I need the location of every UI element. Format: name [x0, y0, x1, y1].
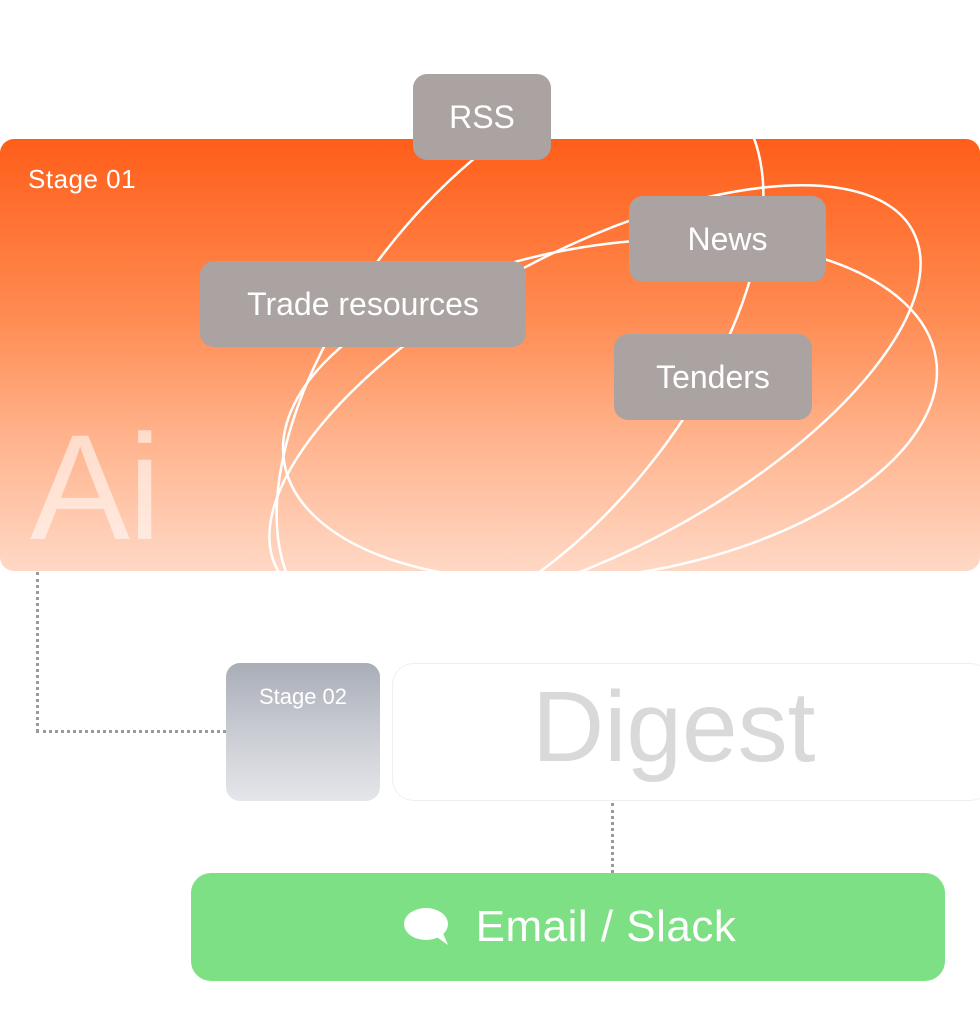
- ai-watermark: Ai: [30, 403, 161, 571]
- output-email-slack: Email / Slack: [191, 873, 945, 981]
- dotted-connector-vertical: [36, 572, 39, 732]
- source-news: News: [629, 196, 826, 282]
- source-rss: RSS: [413, 74, 551, 160]
- chat-bubble-icon: [403, 908, 448, 945]
- source-trade-resources: Trade resources: [200, 261, 526, 347]
- source-tenders: Tenders: [614, 334, 812, 420]
- stage-01-label: Stage 01: [28, 164, 137, 194]
- digest-title: Digest: [532, 671, 816, 783]
- dotted-connector-horizontal: [36, 730, 226, 733]
- digest-panel: [392, 663, 980, 801]
- stage-02-label: Stage 02: [258, 684, 348, 709]
- dotted-connector-output: [611, 803, 614, 873]
- stage-02-panel: [226, 663, 380, 801]
- output-label: Email / Slack: [475, 902, 737, 951]
